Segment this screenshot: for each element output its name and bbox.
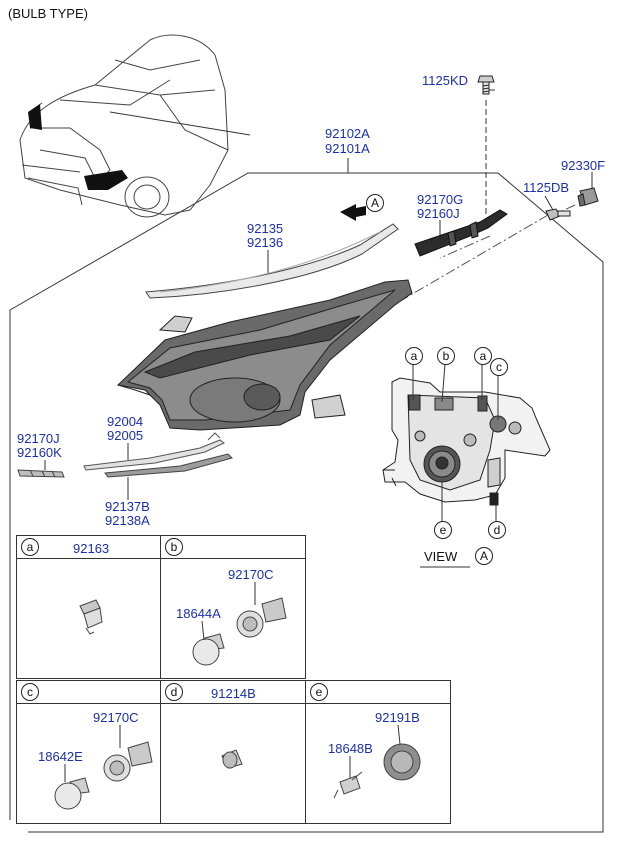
view-arrow-icon [340, 204, 366, 221]
bulb-18648b-icon [333, 771, 363, 799]
label-18644a: 18644A [176, 606, 221, 621]
view-a-marker-a2: a [474, 347, 492, 365]
view-a-label: VIEW [424, 549, 458, 564]
label-92135: 92135 [247, 221, 284, 236]
garnish-icon [83, 432, 225, 471]
view-a-marker-d: d [488, 521, 506, 539]
label-92170c-c: 92170C [93, 710, 139, 725]
label-92330f: 92330F [561, 158, 606, 173]
view-a-housing-icon [382, 377, 551, 506]
socket-92163-icon [79, 599, 103, 635]
label-92170c-b: 92170C [228, 567, 274, 582]
label-92160k: 92160K [17, 445, 62, 460]
leader-lines [44, 89, 593, 500]
label-18648b: 18648B [328, 741, 373, 756]
label-92102a: 92102A [325, 126, 370, 141]
bulb-91214b-icon [221, 749, 243, 769]
bolt-1125kd-icon [477, 75, 495, 95]
label-92004: 92004 [107, 414, 144, 429]
view-a-marker-e: e [434, 521, 452, 539]
label-92005: 92005 [107, 428, 144, 443]
socket-92170c-c-icon [103, 741, 153, 782]
label-92170j: 92170J [17, 431, 60, 446]
label-92170g: 92170G [417, 192, 464, 207]
headlamp-body-icon [116, 279, 413, 431]
label-92191b: 92191B [375, 710, 420, 725]
label-92160j: 92160J [417, 206, 460, 221]
table-cell-e [305, 703, 451, 824]
label-92163: 92163 [73, 541, 110, 556]
label-92136: 92136 [247, 235, 284, 250]
upper-bracket-icon [414, 209, 508, 257]
label-92101a: 92101A [325, 141, 370, 156]
bulb-18642e-icon [54, 777, 90, 810]
table-cell-b [160, 558, 306, 679]
label-1125kd: 1125KD [422, 73, 469, 88]
trim-strip-icon [104, 453, 233, 478]
bulb-18644a-icon [192, 633, 225, 666]
drl-lens-icon [145, 223, 399, 299]
label-91214b: 91214B [211, 686, 256, 701]
label-1125db: 1125DB [523, 180, 570, 195]
label-18642e: 18642E [38, 749, 83, 764]
cap-92191b-icon [383, 743, 421, 781]
side-bracket-icon [17, 469, 65, 478]
assembly-frame [9, 172, 604, 833]
table-cell-a [16, 558, 161, 679]
table-key-d: d [165, 683, 183, 701]
headlamp-highlight-icon [84, 170, 128, 190]
view-a-marker-c: c [490, 358, 508, 376]
screw-1125db-icon [545, 208, 571, 221]
view-a-letter: A [475, 547, 493, 565]
view-a-marker-b: b [437, 347, 455, 365]
view-a-marker-a1: a [405, 347, 423, 365]
label-92137b: 92137B [105, 499, 150, 514]
view-a-arrow-marker: A [366, 194, 384, 212]
table-key-b: b [165, 538, 183, 556]
page-title: (BULB TYPE) [8, 6, 88, 21]
table-key-e: e [310, 683, 328, 701]
label-92138a: 92138A [105, 513, 150, 528]
table-key-a: a [21, 538, 39, 556]
connector-92330f-icon [577, 187, 599, 207]
table-key-c: c [21, 683, 39, 701]
table-cell-d [160, 703, 306, 824]
socket-92170c-b-icon [236, 597, 287, 638]
